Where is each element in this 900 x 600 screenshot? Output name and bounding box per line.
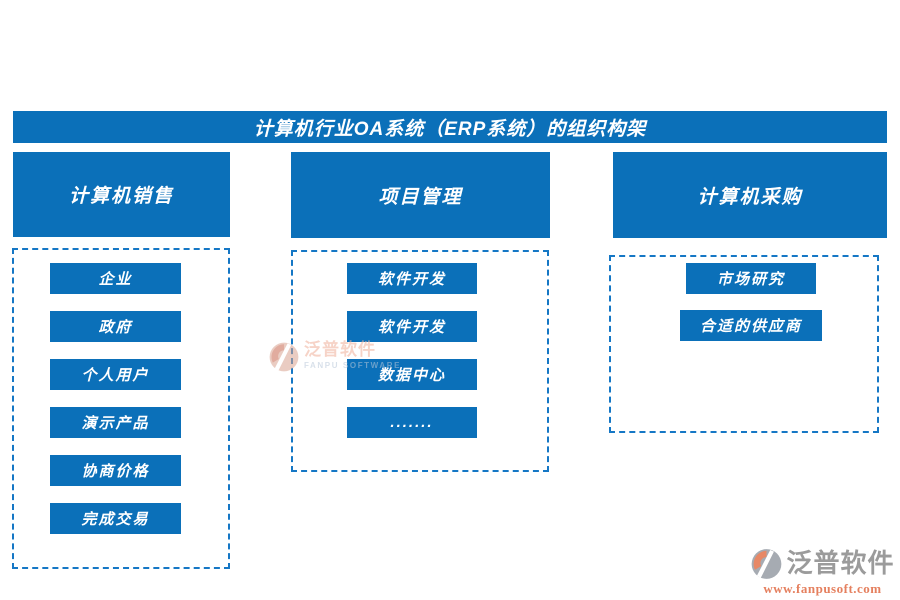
procurement-group-box — [609, 255, 879, 433]
node-personal-user: 个人用户 — [50, 359, 181, 390]
node-ellipsis: ....... — [347, 407, 477, 438]
footer-logo-name: 泛普软件 — [786, 549, 895, 578]
node-government: 政府 — [50, 311, 181, 342]
column-header-label: 计算机采购 — [697, 186, 803, 208]
footer-logo-url: www.fanpusoft.com — [763, 581, 882, 596]
column-header-project-management: 项目管理 — [291, 152, 550, 238]
column-header-computer-sales: 计算机销售 — [13, 152, 230, 237]
sales-group-box — [12, 248, 230, 569]
node-software-dev-2: 软件开发 — [347, 311, 477, 342]
fanpu-logo-icon — [752, 549, 782, 579]
node-software-dev-1: 软件开发 — [347, 263, 477, 294]
node-demo-product: 演示产品 — [50, 407, 181, 438]
diagram-title: 计算机行业OA系统（ERP系统）的组织构架 — [253, 118, 647, 140]
node-market-research: 市场研究 — [686, 263, 816, 294]
node-enterprise: 企业 — [50, 263, 181, 294]
column-header-label: 计算机销售 — [68, 186, 174, 207]
node-suitable-supplier: 合适的供应商 — [680, 310, 822, 341]
node-data-center: 数据中心 — [347, 359, 477, 390]
fanpu-footer-logo: 泛普软件 www.fanpusoft.com — [750, 547, 895, 597]
column-header-label: 项目管理 — [378, 186, 463, 208]
diagram-title-bar: 计算机行业OA系统（ERP系统）的组织构架 — [13, 111, 887, 143]
column-header-computer-procurement: 计算机采购 — [613, 152, 887, 238]
node-complete-deal: 完成交易 — [50, 503, 181, 534]
node-negotiate-price: 协商价格 — [50, 455, 181, 486]
